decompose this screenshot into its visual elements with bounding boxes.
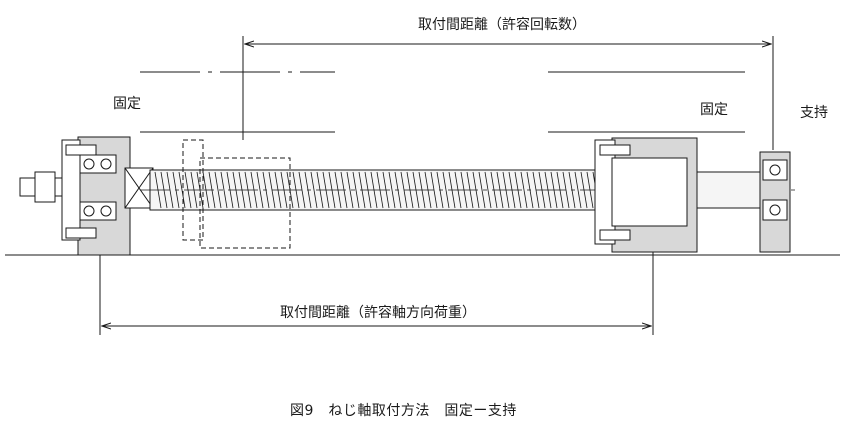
shaft-end xyxy=(19,171,63,203)
bearing-icon xyxy=(79,154,117,221)
dimension-label-bottom: 取付間距離（許容軸方向荷重） xyxy=(280,305,476,321)
figure-caption: 図9 ねじ軸取付方法 固定ー支持 xyxy=(290,403,517,419)
dimension-label-top: 取付間距離（許容回転数） xyxy=(418,17,586,33)
top-dimension xyxy=(242,36,774,150)
reference-lines xyxy=(140,71,745,133)
screw-shaft-right xyxy=(689,171,766,209)
fixed-label-left: 固定 xyxy=(113,96,141,112)
bolt-icon xyxy=(65,144,97,239)
support-bearing xyxy=(759,151,791,253)
fixed-label-right: 固定 xyxy=(700,102,728,118)
ball-nut-icon xyxy=(182,139,291,249)
right-fixed-housing xyxy=(594,137,698,253)
support-label: 支持 xyxy=(800,105,828,121)
